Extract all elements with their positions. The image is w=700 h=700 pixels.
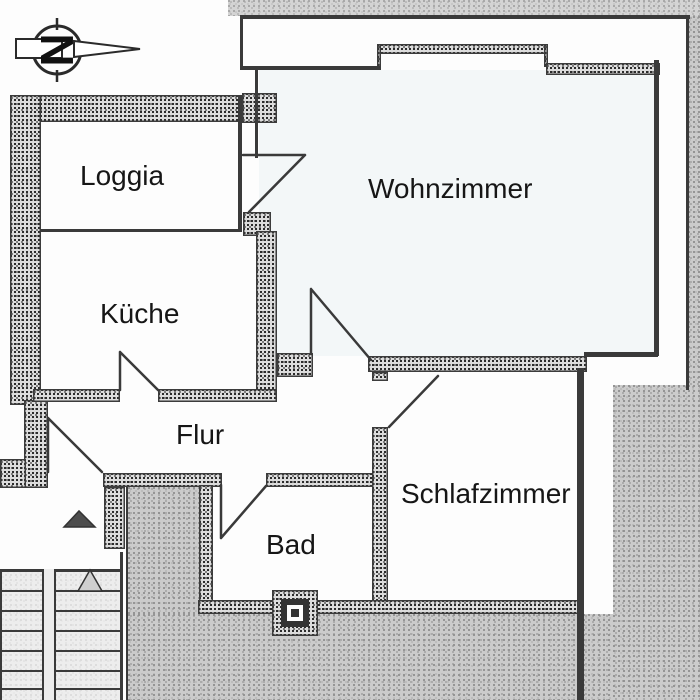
wall-bad-left [199, 485, 213, 604]
wall-loggia-top [24, 95, 242, 122]
room-label-loggia: Loggia [80, 160, 165, 191]
stair-right-line [120, 552, 123, 700]
boundary-top [240, 15, 690, 19]
chimney-outer [272, 590, 318, 636]
wall-step-right [544, 44, 548, 67]
north-indicator: N [15, 18, 141, 82]
room-label-wohnzimmer: Wohnzimmer [368, 173, 533, 204]
ground-texture-right [688, 16, 700, 390]
north-pointer-icon [73, 39, 141, 59]
wall-schlafzimmer-left [372, 427, 388, 614]
north-circle [31, 24, 83, 76]
wall-wohnzimmer-top-left-line [240, 66, 380, 70]
landing-right-line [126, 487, 128, 700]
wall-bad-top [266, 473, 375, 487]
wall-step-left [377, 44, 381, 70]
boundary-right [686, 15, 689, 390]
stair-top-line [0, 569, 120, 572]
wall-post-loggia-upper [242, 93, 277, 123]
wall-kueche-tee [277, 353, 313, 377]
door-schlafzimmer [387, 374, 440, 429]
stair-step [0, 688, 120, 690]
stair-step [0, 590, 120, 592]
north-pointer-tail [15, 38, 63, 59]
wall-schlafzimmer-right-line [577, 368, 584, 700]
ground-texture-top [228, 0, 700, 16]
stair-step [0, 650, 120, 652]
stair-step [0, 610, 120, 612]
room-label-flur: Flur [176, 419, 225, 450]
wall-loggia-bottom-line [40, 229, 241, 232]
stair-step [0, 630, 120, 632]
wall-wohnzimmer-bottom-right-line [584, 352, 658, 357]
wall-wohnzimmer-bottom [368, 356, 587, 372]
stair-left-line [0, 569, 2, 700]
wall-left-upper [10, 95, 41, 405]
entrance-arrow-icon [62, 509, 97, 528]
door-entry [46, 416, 104, 474]
ground-texture-bottom [128, 614, 613, 700]
wall-kueche-bottom-left [33, 389, 120, 402]
door-bad [219, 483, 268, 540]
stairwell-texture [0, 569, 120, 700]
wall-bottom [198, 600, 584, 614]
wall-left-lower [24, 400, 48, 488]
wall-wohnzimmer-right-line [654, 60, 659, 356]
door-kueche [118, 350, 160, 392]
wall-flur-bottom [103, 473, 222, 487]
room-label-bad: Bad [266, 529, 316, 560]
stair-step [0, 670, 120, 672]
stair-stringer [42, 569, 56, 700]
room-label-schlafzimmer: Schlafzimmer [401, 478, 571, 509]
ground-texture-right-block [613, 385, 700, 700]
wall-wohnzimmer-top-mid [377, 44, 547, 54]
wall-kueche-right [256, 231, 277, 401]
wall-kueche-bottom-right [158, 389, 277, 402]
north-letter: N [31, 33, 83, 66]
wall-loggia-right-line [238, 95, 242, 232]
room-label-kueche: Küche [100, 298, 180, 329]
wall-wohnzimmer-left-line [255, 70, 258, 158]
wall-post-loggia-lower [243, 212, 271, 236]
ground-texture-mid-column [128, 487, 199, 614]
wall-wohnzimmer-top-right [546, 63, 660, 75]
wall-wohnzimmer-door-post [372, 372, 388, 381]
wall-landing-post [104, 487, 125, 549]
wall-left-stub [0, 459, 26, 488]
wohnzimmer-floor [259, 70, 654, 356]
boundary-left-column [240, 15, 243, 70]
